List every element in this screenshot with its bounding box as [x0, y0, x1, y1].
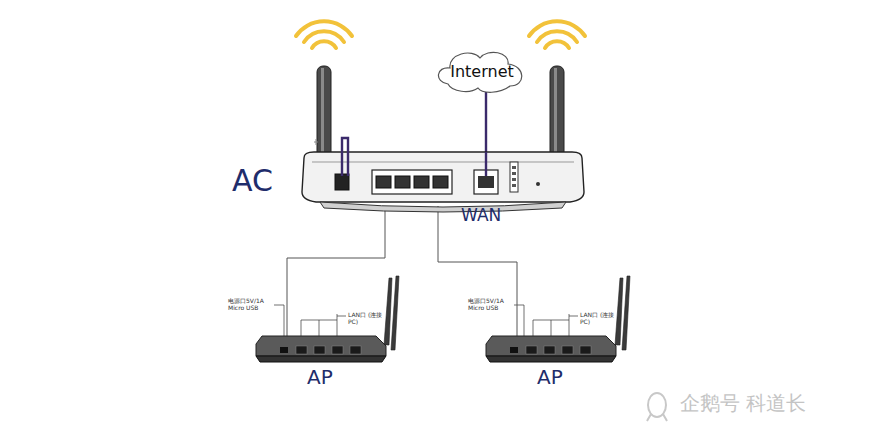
- port-note: LAN口 (连接PC): [348, 312, 384, 326]
- network-cable: [287, 206, 385, 336]
- port-note: 电源口5V/1A Micro USB: [468, 298, 514, 312]
- port-note: 电源口5V/1A Micro USB: [228, 298, 274, 312]
- node-text: AP: [537, 366, 563, 388]
- ap-device-outline: [482, 340, 616, 362]
- node-text: AP: [307, 366, 333, 388]
- port-note: LAN口 (连接PC): [580, 312, 616, 326]
- node-text: AC: [232, 164, 273, 197]
- ap-device: AP: [482, 340, 616, 362]
- ap-device: AP: [252, 340, 386, 362]
- cloud-node: Internet: [438, 50, 526, 90]
- network-cable: [485, 88, 487, 152]
- watermark-icon: [647, 393, 667, 421]
- ac-router-outline: [300, 152, 586, 206]
- watermark: 企鹅号 科道长: [680, 392, 806, 415]
- node-text: Internet: [450, 63, 514, 81]
- network-cable: [438, 206, 517, 336]
- ap-device-outline: [252, 340, 386, 362]
- ac-router: AC: [300, 152, 586, 206]
- wifi-signal: [296, 21, 585, 48]
- port-label: WAN: [461, 206, 501, 226]
